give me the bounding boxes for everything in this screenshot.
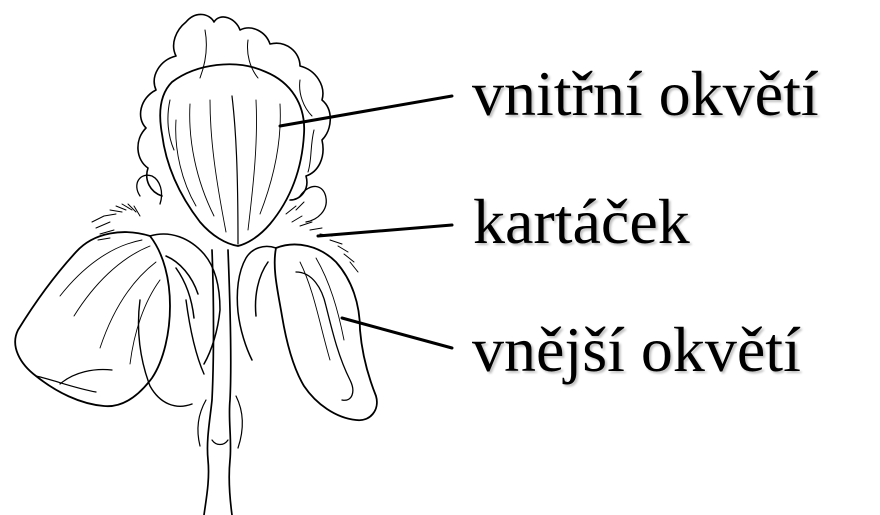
- falls-petal-left: [15, 232, 170, 406]
- side-lobe-left: [137, 175, 162, 204]
- leader-line-outer: [342, 318, 452, 348]
- leader-line-brush: [318, 225, 452, 236]
- leader-line-inner: [280, 96, 452, 126]
- standard-petal-veins: [176, 100, 281, 232]
- falls-petal-left-fold: [36, 370, 112, 392]
- label-outer-perianth: vnější okvětí: [472, 318, 801, 382]
- falls-petal-right-inner: [296, 272, 353, 400]
- stem-bract: [198, 396, 242, 448]
- standard-petal-front: [160, 64, 304, 246]
- beard-left: [92, 204, 140, 240]
- label-inner-perianth: vnitřní okvětí: [472, 62, 819, 126]
- falls-petal-right-veins: [300, 258, 344, 360]
- style-arm-right: [237, 246, 276, 360]
- falls-petal-right: [275, 244, 377, 420]
- standard-petal-midrib: [232, 96, 238, 244]
- side-lobe-right: [300, 186, 326, 222]
- label-brush: kartáček: [473, 190, 690, 254]
- falls-petal-left-veins: [60, 240, 160, 364]
- standard-petal-back-vein: [168, 30, 314, 172]
